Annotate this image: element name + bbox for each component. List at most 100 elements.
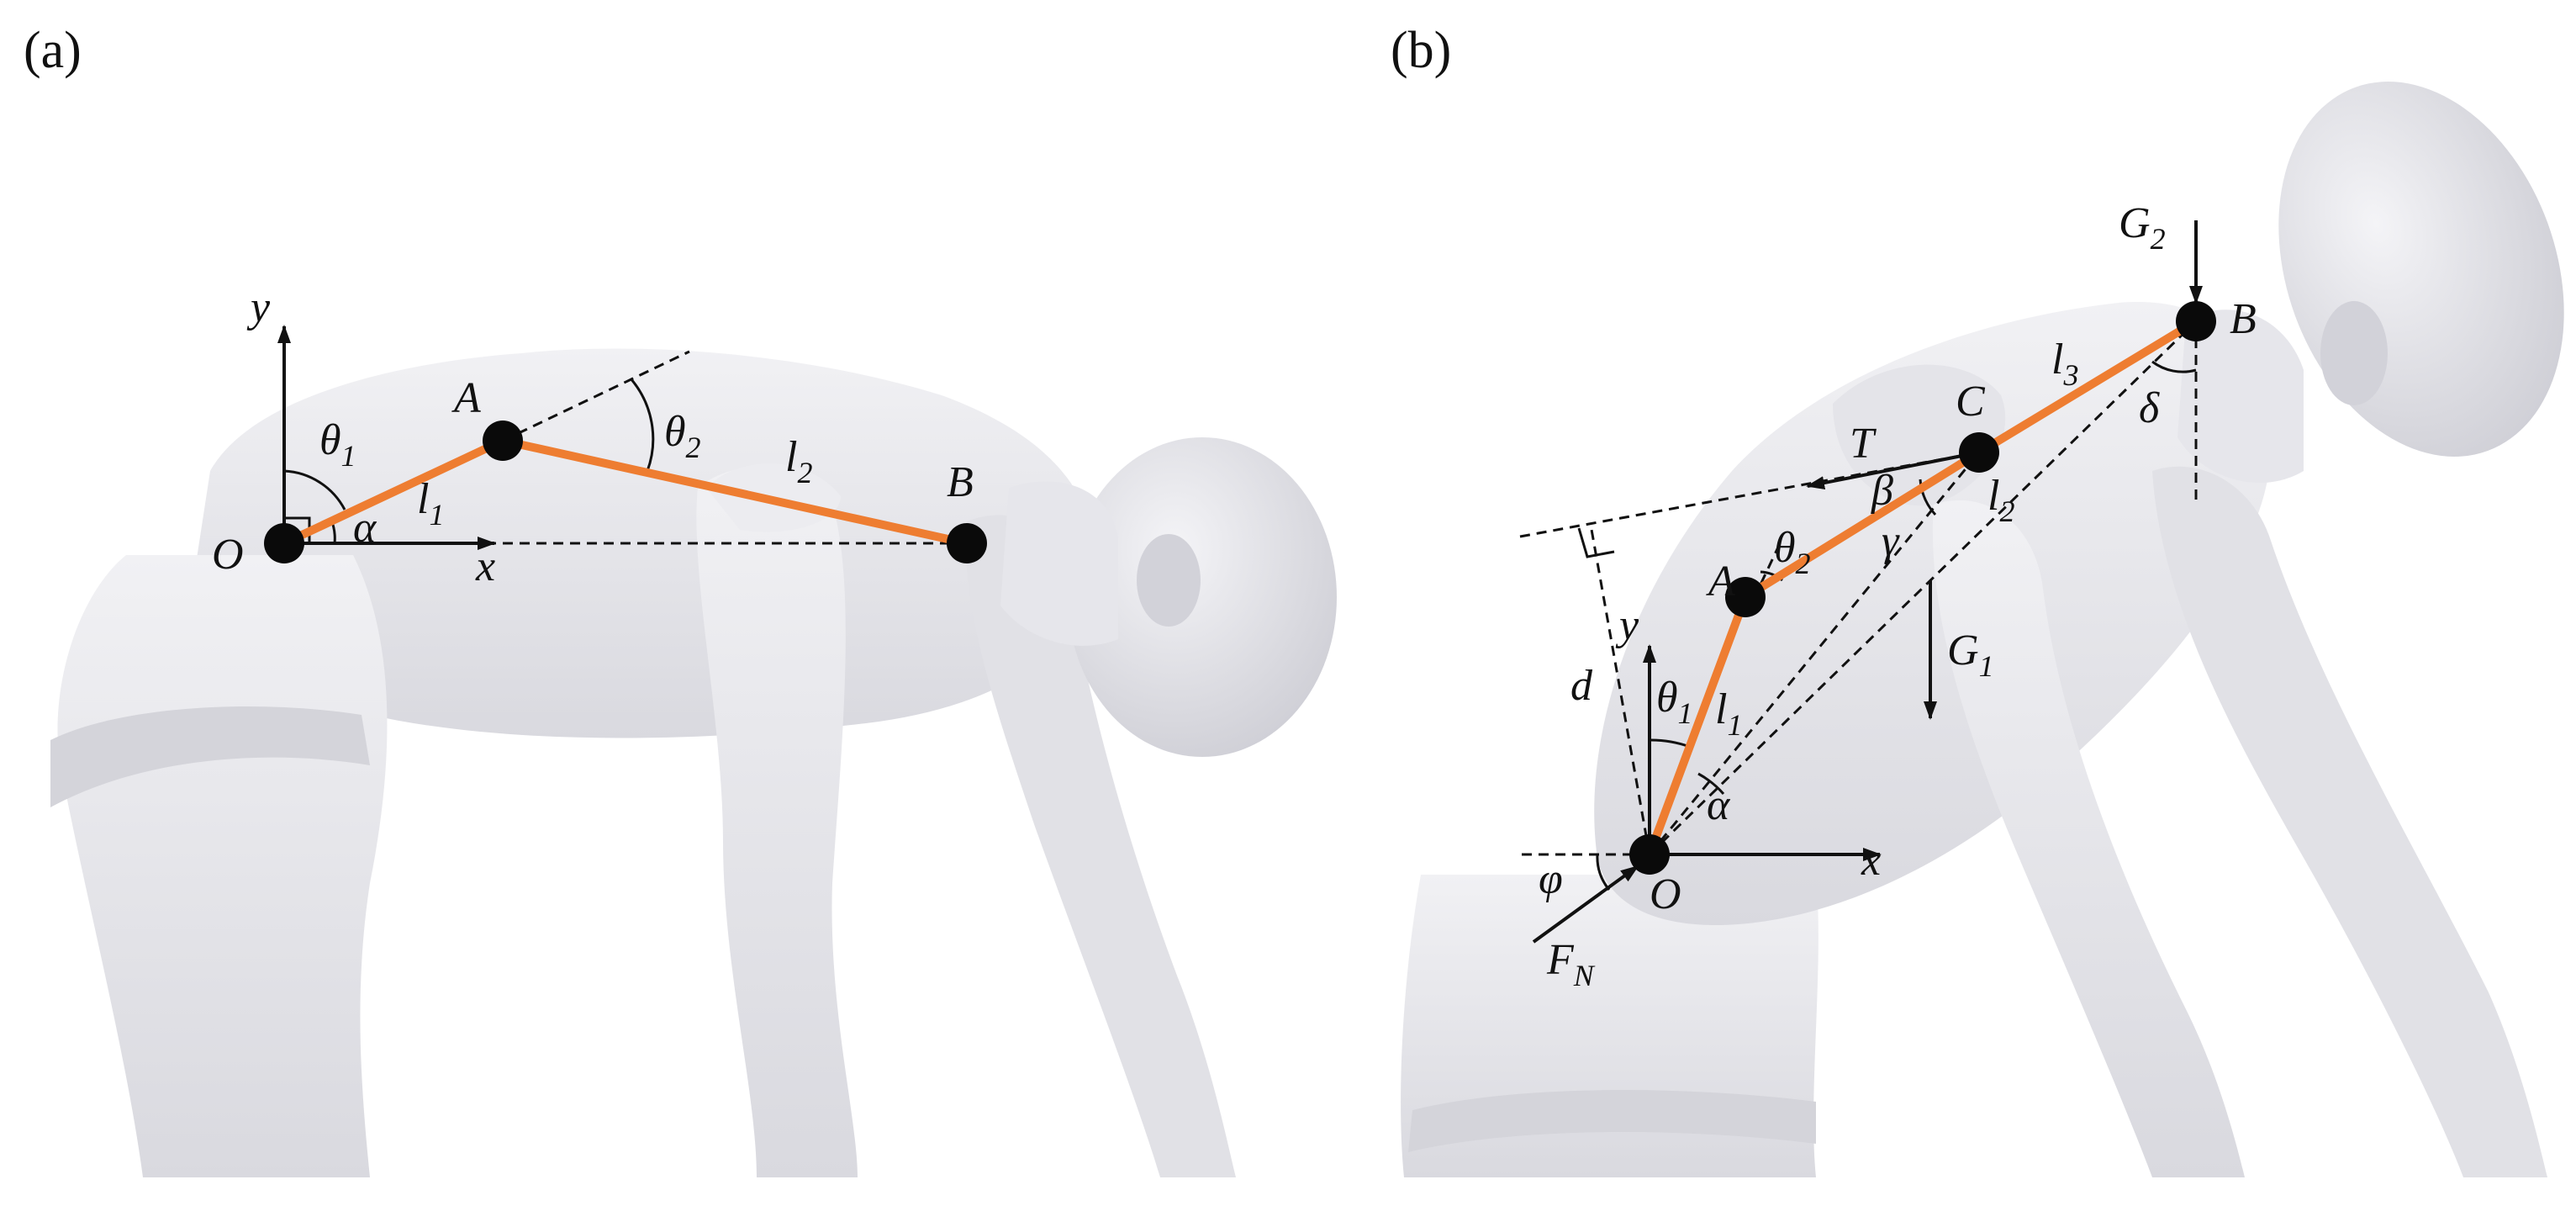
theta1-label-b: θ1 [1656,674,1693,730]
link-l2-a [499,436,971,547]
tension-arrow-T [1806,451,1980,490]
mannequin-b [1401,82,2564,1177]
guide-extension-A-b [1752,537,1784,600]
ear-a [1137,534,1201,627]
point-A-label-a: A [451,374,481,422]
y-axis-label-a: y [246,283,271,331]
link-l3-b [1975,317,2200,457]
l2-sym-a: l [785,433,797,481]
l2-sym-b: l [1987,472,1999,520]
l2-sub-b: 2 [1999,495,2014,528]
link-l1-b [1645,593,1750,859]
FN-sub: N [1573,959,1596,992]
gamma-label-b: γ [1882,517,1900,565]
gravity-label-G1: G1 [1947,627,1994,683]
guide-OC-b [1648,452,1981,855]
head-a [1068,437,1337,757]
joint-B-b [2176,301,2216,341]
l3-sym-b: l [2051,336,2063,383]
left-leg-shade-a [50,706,370,807]
l1-label-b: l1 [1715,685,1742,742]
perpendicular-d-b [1589,524,1651,855]
beta-arc-b [1919,479,1937,516]
guide-OB-b [1648,320,2198,856]
reaction-label-FN: FN [1546,936,1596,992]
mannequin-a [50,348,1337,1177]
back-arm-a [965,515,1236,1177]
joint-O-b [1629,834,1670,875]
G1-sym: G [1947,627,1979,674]
G2-sub: 2 [2151,222,2166,256]
y-axis-label-b: y [1615,601,1639,649]
x-axis-label-a: x [475,542,495,590]
beta-label-b: β [1871,467,1893,515]
x-axis-label-b: x [1861,837,1881,885]
gravity-label-G2: G2 [2119,199,2166,256]
theta1-sym-b: θ [1656,674,1678,722]
alpha-label-a: α [353,504,377,552]
l1-sub-a: 1 [429,498,444,532]
delta-arc-b [2151,360,2197,373]
theta1-sub-a: 1 [341,439,356,473]
neck-a [1000,481,1118,646]
FN-sym: F [1546,936,1575,984]
arm-a [696,467,858,1177]
joint-A-b [1725,577,1766,617]
theta2-sub-b: 2 [1796,547,1811,580]
G2-sym: G [2119,199,2151,247]
l1-sym-b: l [1715,685,1727,733]
l3-sub-b: 3 [2062,358,2078,392]
panel-b: (b) y x [1391,22,2564,1177]
joint-O-a [264,523,304,563]
hip-shade-b [1408,1090,1816,1152]
G1-sub: 1 [1979,649,1994,683]
theta2-sym-a: θ [664,408,686,456]
l1-sym-a: l [417,475,429,523]
panel-a-label: (a) [24,22,82,79]
point-B-label-a: B [947,458,974,506]
l1-label-a: l1 [417,475,444,532]
alpha-arc-b [1697,772,1725,795]
left-leg-a [57,555,388,1177]
l2-label-b: l2 [1987,472,2014,528]
joint-A-a [483,421,523,461]
l2-sub-a: 2 [797,456,812,489]
right-angle-d-b [1577,527,1615,558]
theta1-label-a: θ1 [319,416,356,473]
theta2-sub-a: 2 [686,431,701,464]
point-B-label-b: B [2230,295,2257,343]
l3-label-b: l3 [2051,336,2078,392]
theta1-arc-a [283,469,346,510]
distance-label-d: d [1570,662,1593,710]
theta1-sub-b: 1 [1678,696,1693,730]
theta2-sym-b: θ [1774,524,1796,572]
theta2-label-b: θ2 [1774,524,1811,580]
l2-label-a: l2 [785,433,812,489]
back-arm-b [2152,466,2547,1177]
delta-label-b: δ [2139,384,2160,432]
point-C-label-b: C [1956,378,1986,426]
guide-extension-a [502,350,690,442]
theta2-label-a: θ2 [664,408,701,464]
theta1-sym-a: θ [319,416,341,464]
link-l2-b [1741,448,1983,601]
arm-b [1932,500,2245,1177]
torso-b [1594,302,2272,925]
neck-b [2177,309,2304,484]
l1-sub-b: 1 [1727,708,1742,742]
tension-label-T: T [1850,420,1877,468]
theta2-arc-a [629,378,655,472]
point-O-label-b: O [1650,870,1681,918]
panel-a: (a) y x [24,22,1337,1177]
point-O-label-a: O [212,531,244,579]
reaction-arrow-FN [1532,865,1639,944]
joint-B-a [947,523,987,563]
point-A-label-b: A [1706,558,1735,606]
alpha-label-b: α [1707,781,1731,829]
link-l1-a [280,436,507,547]
panel-b-label: (b) [1391,22,1451,79]
joint-C-b [1959,432,1999,473]
ear-b [2320,301,2388,405]
phi-label-b: φ [1539,855,1563,903]
